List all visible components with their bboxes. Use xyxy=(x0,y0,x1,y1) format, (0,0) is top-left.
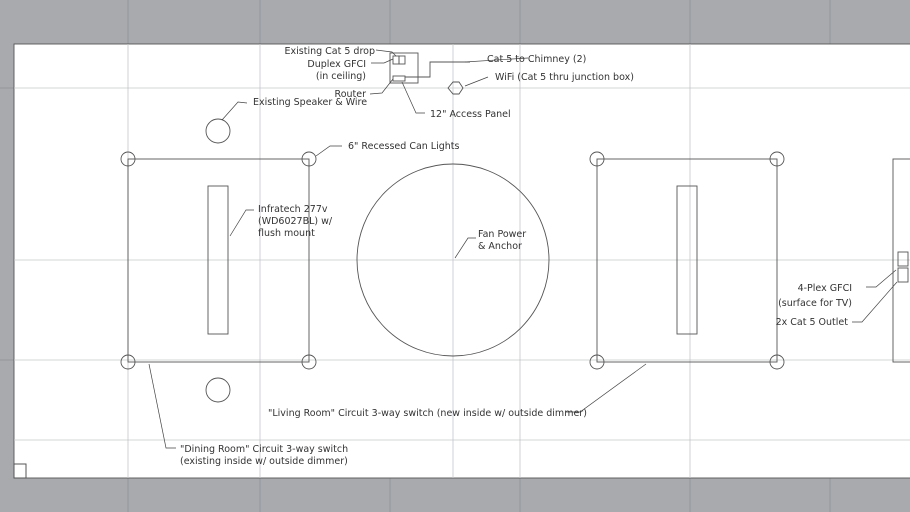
leader-lines xyxy=(148,49,898,449)
speaker-top xyxy=(205,118,231,144)
label-access-panel: 12" Access Panel xyxy=(430,109,511,120)
can-light xyxy=(589,151,605,167)
living-zone xyxy=(596,158,778,363)
can-light xyxy=(120,354,136,370)
can-light xyxy=(769,151,785,167)
wall-right xyxy=(892,158,910,363)
label-dining-2: (existing inside w/ outside dimmer) xyxy=(180,456,348,467)
label-can-lights: 6" Recessed Can Lights xyxy=(348,141,460,152)
speaker-bottom xyxy=(205,377,231,403)
can-light xyxy=(769,354,785,370)
can-light xyxy=(301,354,317,370)
can-light xyxy=(301,151,317,167)
infratech-heater-left xyxy=(207,185,229,335)
can-light xyxy=(120,151,136,167)
label-dining-1: "Dining Room" Circuit 3-way switch xyxy=(180,444,348,455)
label-wifi: WiFi (Cat 5 thru junction box) xyxy=(495,72,634,83)
label-duplex-gfci-note: (in ceiling) xyxy=(316,71,366,82)
wifi-junction-box xyxy=(447,81,464,95)
fan-circle xyxy=(356,163,550,357)
label-infratech-3: flush mount xyxy=(258,228,315,239)
can-light xyxy=(589,354,605,370)
label-cat5-chimney: Cat 5 to Chimney (2) xyxy=(487,54,586,65)
cat5-outlet-box xyxy=(897,267,909,283)
label-fan-2: & Anchor xyxy=(478,241,522,252)
label-cat5-drop: Existing Cat 5 drop xyxy=(285,46,375,57)
fourplex-gfci-box xyxy=(897,251,909,267)
label-living-room: "Living Room" Circuit 3-way switch (new … xyxy=(268,408,587,419)
infratech-heater-right xyxy=(676,185,698,335)
label-fourplex-2: (surface for TV) xyxy=(778,298,852,309)
ceiling-plane xyxy=(13,43,910,479)
origin-marker xyxy=(13,463,27,479)
can-lights xyxy=(120,151,785,370)
dining-zone xyxy=(127,158,310,363)
label-fan-1: Fan Power xyxy=(478,229,526,240)
label-fourplex-1: 4-Plex GFCI xyxy=(798,283,852,294)
label-router: Router xyxy=(335,89,367,100)
label-speaker: Existing Speaker & Wire xyxy=(253,97,367,108)
label-duplex-gfci: Duplex GFCI xyxy=(307,59,366,70)
label-cat5-outlet: 2x Cat 5 Outlet xyxy=(776,317,849,328)
label-infratech-1: Infratech 277v xyxy=(258,204,328,215)
access-panel-cluster xyxy=(389,52,470,95)
label-infratech-2: (WD6027BL) w/ xyxy=(258,216,333,227)
